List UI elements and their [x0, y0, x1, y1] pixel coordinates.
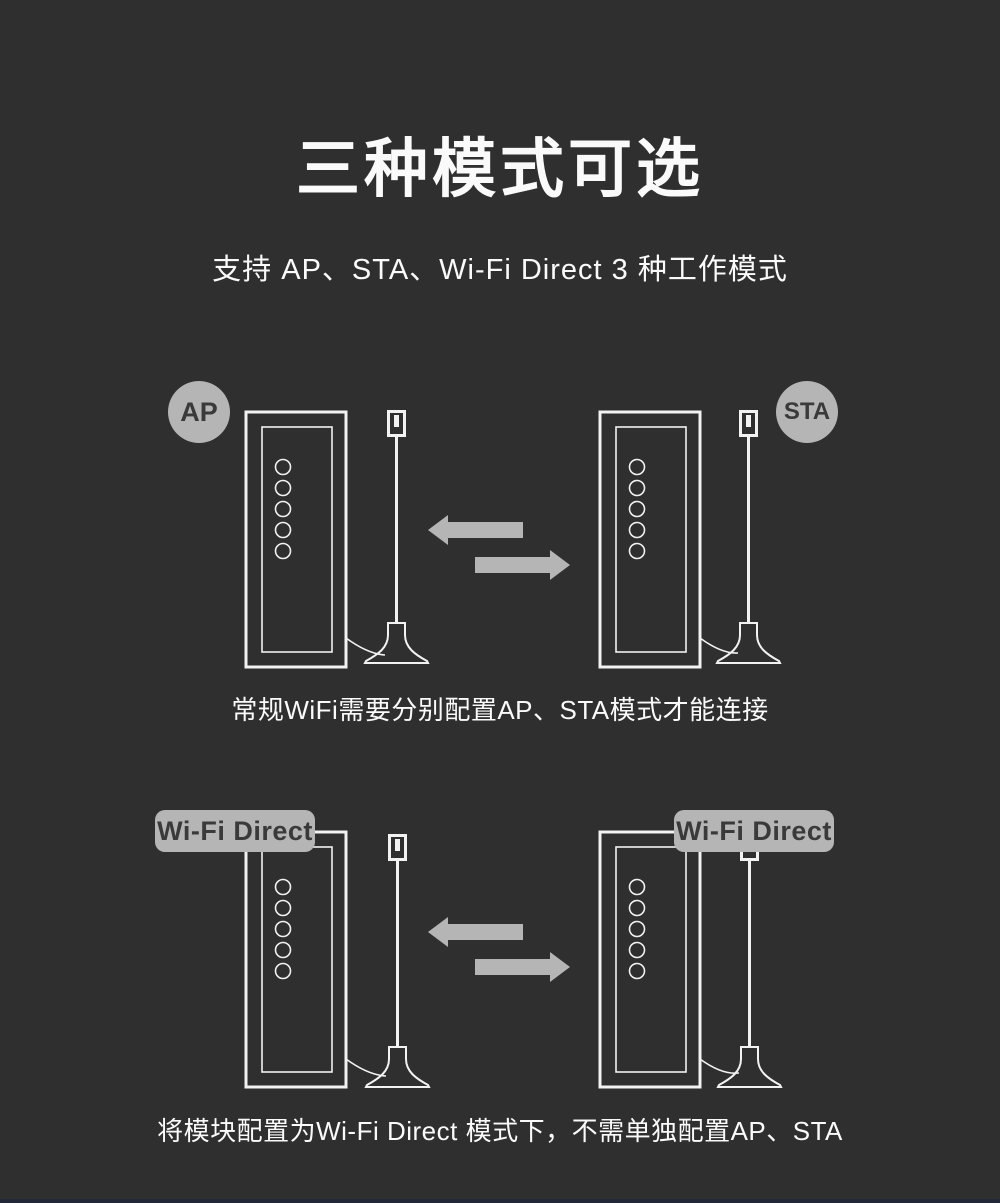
- arrow-left-icon: [428, 917, 523, 947]
- wifi-module-icon: [244, 410, 348, 669]
- arrow-left-icon: [428, 515, 523, 545]
- antenna-cable-line: [345, 1058, 387, 1077]
- antenna-cable-line: [699, 637, 739, 654]
- usb-antenna-icon: [364, 834, 431, 1089]
- usb-antenna-icon: [363, 410, 430, 665]
- arrow-right-icon: [475, 952, 570, 982]
- antenna-cable-line: [699, 1058, 740, 1075]
- antenna-cable-line: [345, 637, 386, 656]
- page-subtitle: 支持 AP、STA、Wi-Fi Direct 3 种工作模式: [212, 254, 788, 286]
- sta-mode-badge: STA: [776, 381, 838, 443]
- diagram1-caption: 常规WiFi需要分别配置AP、STA模式才能连接: [231, 695, 769, 725]
- footer-accent-strip: [0, 1199, 1000, 1203]
- page-title: 三种模式可选: [296, 133, 704, 205]
- wifi-direct-badge-left: Wi-Fi Direct: [155, 810, 315, 852]
- usb-antenna-icon: [715, 410, 782, 665]
- wifi-module-icon: [244, 830, 348, 1089]
- diagram2-caption: 将模块配置为Wi-Fi Direct 模式下，不需单独配置AP、STA: [157, 1116, 843, 1146]
- arrow-right-icon: [475, 550, 570, 580]
- wifi-direct-badge-right: Wi-Fi Direct: [674, 810, 834, 852]
- wifi-module-icon: [598, 830, 702, 1089]
- ap-mode-badge: AP: [168, 381, 230, 443]
- wifi-module-icon: [598, 410, 702, 669]
- usb-antenna-icon: [716, 834, 783, 1089]
